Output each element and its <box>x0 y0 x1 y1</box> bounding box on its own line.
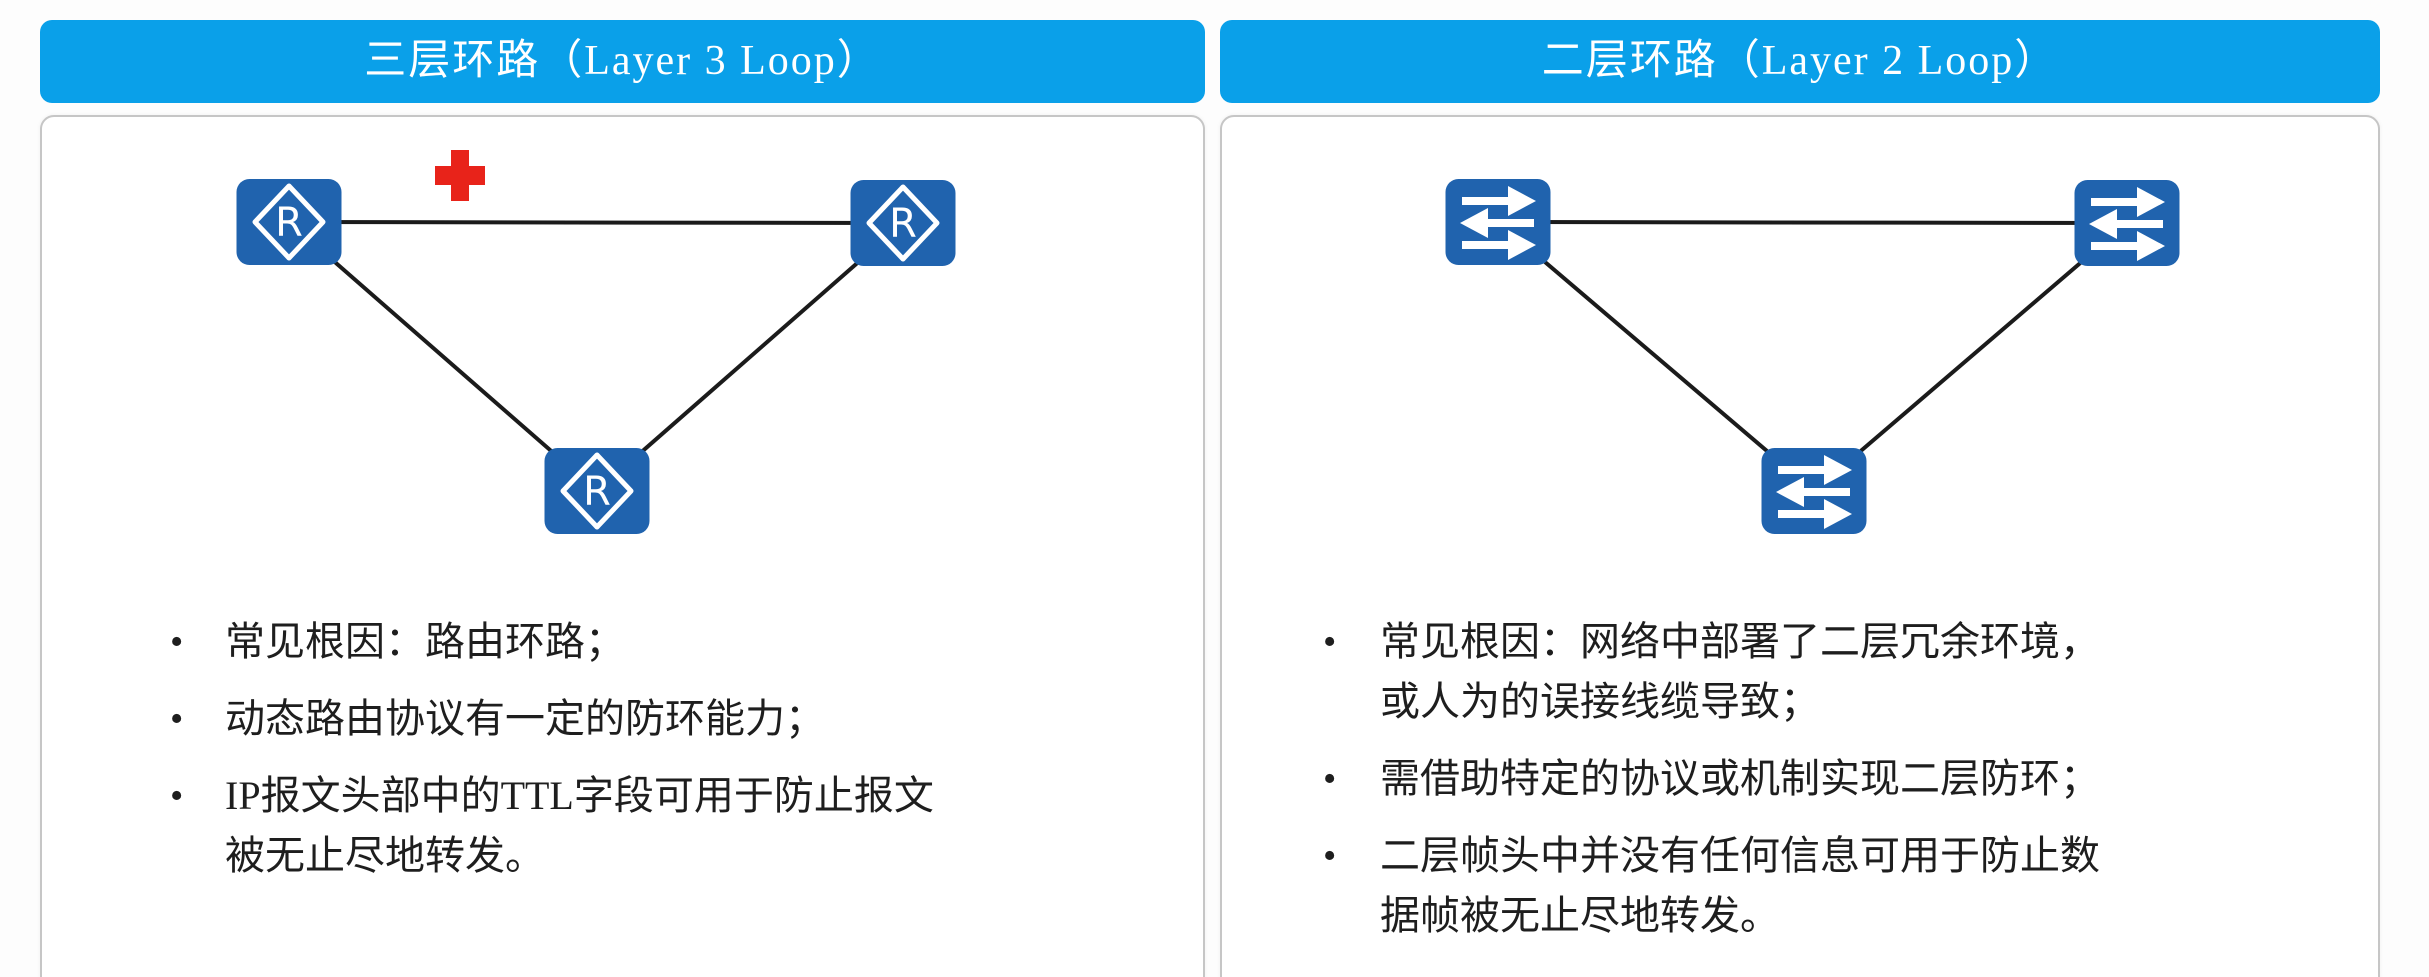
bullet-dot: • <box>1323 835 1337 877</box>
router-label: R <box>583 469 611 515</box>
bullet-line: 动态路由协议有一定的防环能力； <box>225 696 825 741</box>
switch-icon <box>1762 448 1867 534</box>
link-switch2-switch3 <box>1812 221 2129 493</box>
router-icon: R <box>851 180 956 266</box>
switch-icon <box>2075 180 2180 266</box>
router-label: R <box>275 200 303 246</box>
list-item: • 常见根因：网络中部署了二层冗余环境， 或人为的误接线缆导致； <box>1323 612 2333 732</box>
bullet-line: 常见根因：网络中部署了二层冗余环境， <box>1380 619 2100 664</box>
bullet-list-layer3: • 常见根因：路由环路； • 动态路由协议有一定的防环能力； • IP报文头部中… <box>170 612 1155 903</box>
panel-card-layer3: R R R • 常见根因：路由环路； • 动态路由协议有 <box>40 115 1205 977</box>
list-item: • 需借助特定的协议或机制实现二层防环； <box>1323 749 2333 809</box>
panel-title-layer3-loop: 三层环路（Layer 3 Loop） <box>40 20 1205 103</box>
bullet-line: 需借助特定的协议或机制实现二层防环； <box>1380 756 2100 801</box>
bullet-line: 常见根因：路由环路； <box>225 619 625 664</box>
list-item: • 动态路由协议有一定的防环能力； <box>170 689 1155 749</box>
bullet-dot: • <box>1323 621 1337 663</box>
bullet-dot: • <box>170 775 184 817</box>
link-router1-router2 <box>288 220 904 225</box>
router-icon: R <box>237 179 342 265</box>
bullet-line: 被无止尽地转发。 <box>225 833 545 878</box>
router-icon: R <box>545 448 650 534</box>
topology-diagram-layer3: R R R <box>42 150 1207 717</box>
list-item: • 常见根因：路由环路； <box>170 612 1155 672</box>
panel-card-layer2: • 常见根因：网络中部署了二层冗余环境， 或人为的误接线缆导致； • 需借助特定… <box>1220 115 2380 977</box>
list-item: • IP报文头部中的TTL字段可用于防止报文 被无止尽地转发。 <box>170 766 1155 886</box>
bullet-list-layer2: • 常见根因：网络中部署了二层冗余环境， 或人为的误接线缆导致； • 需借助特定… <box>1323 612 2333 963</box>
bullet-dot: • <box>170 621 184 663</box>
bullet-line: 二层帧头中并没有任何信息可用于防止数 <box>1380 833 2100 878</box>
link-switch1-switch3 <box>1496 220 1816 493</box>
link-router2-router3 <box>595 221 905 493</box>
bullet-dot: • <box>170 698 184 740</box>
switch-icon <box>1446 179 1551 265</box>
list-item: • 二层帧头中并没有任何信息可用于防止数 据帧被无止尽地转发。 <box>1323 826 2333 946</box>
link-switch1-switch2 <box>1497 220 2128 225</box>
router-label: R <box>889 201 917 247</box>
topology-diagram-layer2 <box>1222 117 2382 717</box>
link-router1-router3 <box>287 220 599 493</box>
panel-title-layer2-loop: 二层环路（Layer 2 Loop） <box>1220 20 2380 103</box>
bullet-line: 或人为的误接线缆导致； <box>1380 679 1820 724</box>
bullet-dot: • <box>1323 758 1337 800</box>
bullet-line: IP报文头部中的TTL字段可用于防止报文 <box>225 773 934 818</box>
loop-problem-red-cross-icon <box>435 150 485 201</box>
bullet-line: 据帧被无止尽地转发。 <box>1380 893 1780 938</box>
